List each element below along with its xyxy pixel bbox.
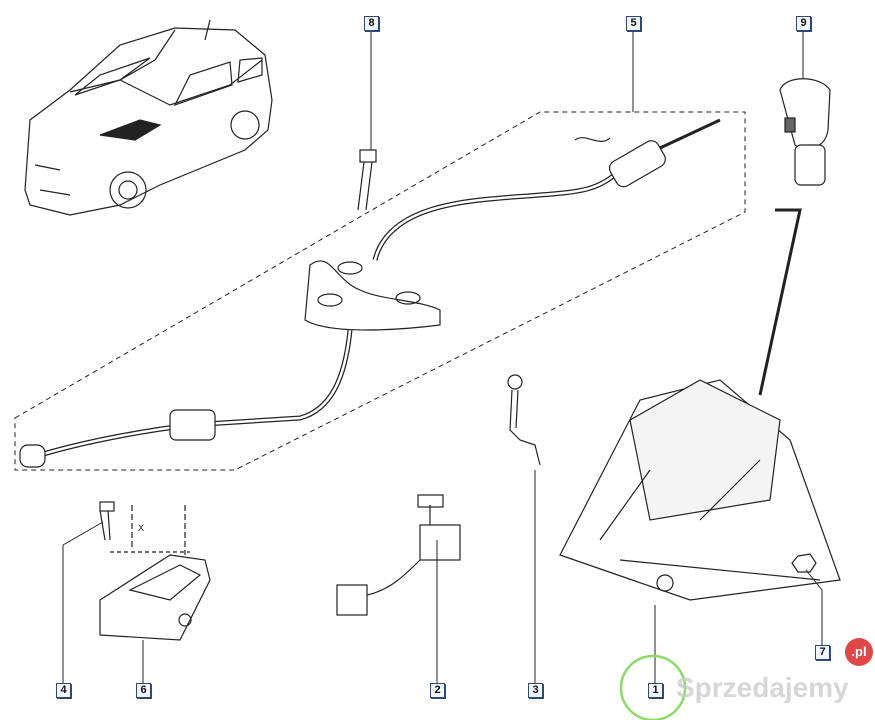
part-label-5[interactable]: 5: [626, 16, 641, 31]
part-label-4[interactable]: 4: [56, 683, 71, 698]
part-label-7[interactable]: 7: [815, 645, 830, 660]
nut-7: [791, 553, 817, 573]
part-label-8[interactable]: 8: [364, 16, 379, 31]
watermark-text: Sprzedajemy: [676, 672, 849, 703]
dimension-x-label: X: [138, 523, 145, 533]
part-label-9[interactable]: 9: [796, 16, 811, 31]
part-label-1[interactable]: 1: [648, 683, 663, 698]
leader-lines: [62, 32, 823, 683]
cable-assembly-outline: [14, 111, 746, 471]
bolt-8: [357, 149, 377, 211]
sensor-3: [507, 374, 541, 466]
watermark-badge: .pl: [845, 638, 873, 666]
wiring-harness-2: [336, 494, 461, 616]
gear-knob-9: [779, 78, 831, 186]
part-label-6[interactable]: 6: [136, 683, 151, 698]
highlight-circle: [619, 654, 687, 720]
part-label-3[interactable]: 3: [528, 683, 543, 698]
shifter-assembly-1: [559, 208, 841, 601]
gear-cable: [19, 118, 721, 468]
car-illustration: [24, 19, 273, 216]
part-label-2[interactable]: 2: [430, 683, 445, 698]
bracket-6: [99, 501, 211, 641]
